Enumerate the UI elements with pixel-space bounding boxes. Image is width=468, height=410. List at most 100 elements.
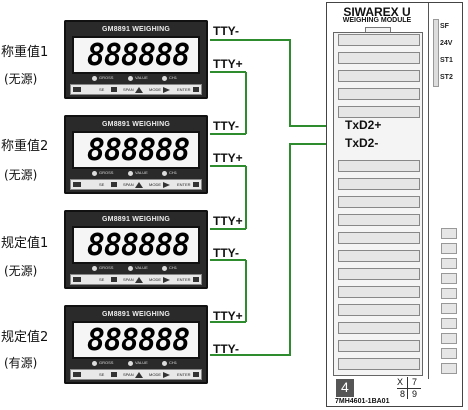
key-enter[interactable] <box>193 182 199 187</box>
weighing-display-1: GM8891 WEIGHING DISPLAY 888888 GROSS VAL… <box>64 20 208 99</box>
side-terminal <box>441 318 457 329</box>
key-se[interactable] <box>111 277 117 282</box>
side-terminal <box>441 243 457 254</box>
meter-header: GM8891 WEIGHING DISPLAY <box>102 311 170 330</box>
wire-txd-plus <box>246 39 332 127</box>
module-right-strip <box>428 3 429 379</box>
meter-keypad: SE SPAN MODE ENTER <box>70 369 202 380</box>
key-span-up-icon[interactable] <box>135 182 143 188</box>
meter-3-label: 规定值1 <box>1 236 49 251</box>
key-mode-right-icon[interactable] <box>163 182 170 188</box>
key-enter[interactable] <box>193 277 199 282</box>
key-enter[interactable] <box>193 87 199 92</box>
logo-mark <box>73 87 81 92</box>
weighing-display-2: GM8891 WEIGHING DISPLAY 888888 GROSS VAL… <box>64 115 208 194</box>
terminal-slot <box>338 358 420 370</box>
led-sf: SF <box>440 23 449 30</box>
tty-label: TTY- <box>213 246 239 260</box>
logo-mark <box>73 277 81 282</box>
indicator-dot <box>162 76 167 81</box>
key-se[interactable] <box>111 372 117 377</box>
indicator-dot <box>92 361 97 366</box>
weighing-display-3: GM8891 WEIGHING DISPLAY 888888 GROSS VAL… <box>64 210 208 289</box>
terminal-slot <box>338 286 420 298</box>
side-terminal <box>441 228 457 239</box>
meter-digits: 888888 <box>86 228 190 263</box>
terminal-slot <box>338 232 420 244</box>
indicator-gross: GROSS <box>99 265 114 270</box>
key-enter-label: ENTER <box>177 182 191 187</box>
key-se[interactable] <box>111 182 117 187</box>
module-slot-box <box>336 379 354 397</box>
terminal-slot <box>338 88 420 100</box>
wire-txd-minus <box>246 143 332 356</box>
key-mode-right-icon[interactable] <box>163 87 170 93</box>
side-terminal <box>441 273 457 284</box>
indicator-value: VALUE <box>135 265 148 270</box>
meter-1-sublabel: (无源) <box>4 72 38 86</box>
meter-window: 888888 <box>72 131 200 169</box>
indicator-dot <box>128 361 133 366</box>
module-title: SIWAREX U <box>343 5 411 19</box>
terminal-slot <box>338 214 420 226</box>
led-24v: 24V <box>440 40 453 47</box>
terminal-slot <box>338 322 420 334</box>
terminal-slot <box>338 106 420 118</box>
meter-digits: 888888 <box>86 133 190 168</box>
tty-label: TTY+ <box>213 214 243 228</box>
indicator-dot <box>92 266 97 271</box>
indicator-dot <box>92 171 97 176</box>
indicator-dot <box>162 266 167 271</box>
key-span-label: SPAN <box>123 87 134 92</box>
corner-divider-h <box>397 388 421 389</box>
terminal-slot <box>338 70 420 82</box>
key-enter[interactable] <box>193 372 199 377</box>
side-terminal <box>441 303 457 314</box>
key-se-label: SE <box>99 87 105 92</box>
meter-window: 888888 <box>72 36 200 74</box>
key-span-up-icon[interactable] <box>135 277 143 283</box>
key-mode-right-icon[interactable] <box>163 277 170 283</box>
key-span-label: SPAN <box>123 182 134 187</box>
indicator-dot <box>162 171 167 176</box>
tty-label: TTY+ <box>213 309 243 323</box>
key-se-label: SE <box>99 372 105 377</box>
key-mode-label: MODE <box>149 277 161 282</box>
terminal-slot <box>338 304 420 316</box>
meter-window: 888888 <box>72 226 200 264</box>
terminal-slot <box>338 250 420 262</box>
led-st1: ST1 <box>440 57 453 64</box>
module-connector-tab <box>365 27 391 34</box>
key-enter-label: ENTER <box>177 277 191 282</box>
indicator-ch1: CH1 <box>169 75 178 80</box>
key-span-up-icon[interactable] <box>135 87 143 93</box>
meter-3-sublabel: (无源) <box>4 264 38 278</box>
meter-4-label: 规定值2 <box>1 330 49 345</box>
key-se[interactable] <box>111 87 117 92</box>
indicator-ch1: CH1 <box>169 360 178 365</box>
indicator-value: VALUE <box>135 170 148 175</box>
corner-9: 9 <box>412 389 418 399</box>
logo-mark <box>73 182 81 187</box>
key-se-label: SE <box>99 277 105 282</box>
key-enter-label: ENTER <box>177 372 191 377</box>
indicator-dot <box>128 76 133 81</box>
key-span-up-icon[interactable] <box>135 372 143 378</box>
logo-mark <box>73 372 81 377</box>
key-mode-right-icon[interactable] <box>163 372 170 378</box>
terminal-slot <box>338 268 420 280</box>
tty-label: TTY+ <box>213 57 243 71</box>
module-subtitle: WEIGHING MODULE <box>342 17 412 24</box>
key-mode-label: MODE <box>149 372 161 377</box>
terminal-slot <box>338 196 420 208</box>
indicator-dot <box>162 361 167 366</box>
indicator-ch1: CH1 <box>169 170 178 175</box>
terminal-slot <box>338 178 420 190</box>
meter-1-label: 称重值1 <box>1 45 49 60</box>
terminal-slot <box>338 52 420 64</box>
terminal-slot <box>338 340 420 352</box>
indicator-value: VALUE <box>135 75 148 80</box>
meter-window: 888888 <box>72 321 200 359</box>
meter-header: GM8891 WEIGHING DISPLAY <box>102 26 170 45</box>
